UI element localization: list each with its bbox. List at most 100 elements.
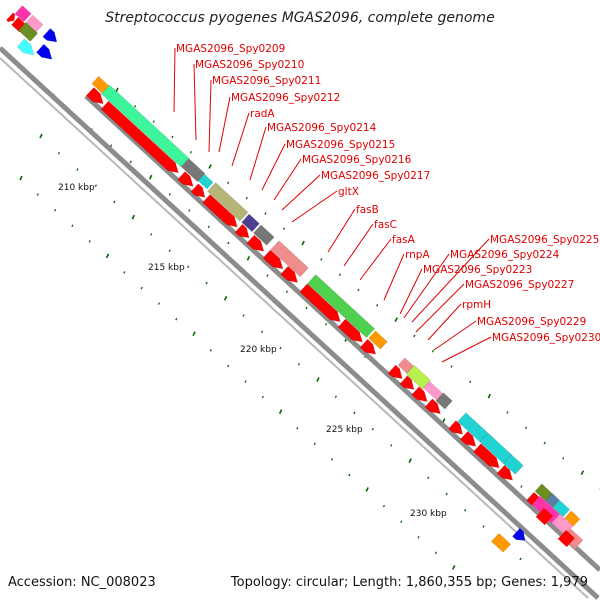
cds-arrow-42: [399, 375, 415, 390]
gene-label-15: MGAS2096_Spy0224: [450, 249, 560, 261]
gene-label-12: fasA: [392, 234, 416, 246]
gene-box-20: [422, 380, 444, 401]
cds-arrow-39: [337, 318, 363, 343]
tick-2-17: [353, 411, 356, 415]
gene-box-4: [42, 28, 58, 43]
cds-arrow-40: [359, 338, 377, 355]
leader-line-13: [383, 253, 405, 301]
kbp-label-3: 225 kbp: [326, 425, 363, 435]
tick-3-8: [157, 302, 161, 305]
tick-3-11: [209, 349, 212, 352]
topology-text: Topology: circular; Length: 1,860,355 bp…: [230, 575, 588, 590]
leader-line-18: [427, 303, 462, 341]
tick-3-25: [451, 565, 456, 570]
tick-1-11: [320, 258, 323, 261]
tick-1-8: [264, 212, 267, 215]
gene-box-51: [490, 532, 512, 553]
gene-box-12: [207, 182, 249, 222]
leader-line-8: [281, 174, 321, 211]
tick-1-20: [487, 393, 492, 399]
tick-1-17: [431, 349, 435, 353]
gene-label-19: MGAS2096_Spy0229: [477, 316, 586, 328]
cds-arrow-31: [177, 171, 194, 187]
gene-label-3: MGAS2096_Spy0212: [231, 92, 340, 104]
leader-line-20: [441, 336, 492, 363]
leader-line-14: [399, 268, 423, 315]
gene-label-13: rnpA: [405, 249, 430, 261]
tick-2-5: [131, 214, 136, 220]
tick-2-18: [371, 427, 374, 431]
tick-3-9: [175, 317, 178, 321]
tick-2-6: [150, 233, 153, 236]
extra-feature-3: [535, 508, 553, 525]
tick-3-5: [105, 253, 110, 259]
cds-arrow-45: [448, 420, 463, 435]
tick-2-4: [113, 200, 116, 204]
tick-3-15: [278, 409, 283, 415]
tick-0-10: [246, 255, 251, 261]
tick-2-19: [390, 444, 393, 447]
cds-arrow-33: [202, 194, 238, 228]
gene-box-6: [18, 21, 39, 42]
gene-box-14: [253, 224, 275, 246]
tick-1-10: [301, 240, 305, 246]
leader-line-15: [403, 253, 450, 319]
tick-2-22: [445, 492, 448, 496]
leader-line-6: [261, 143, 286, 191]
gene-box-0: [14, 5, 32, 23]
cds-arrow-46: [459, 430, 477, 447]
gene-label-0: MGAS2096_Spy0209: [176, 43, 285, 55]
tick-0-9: [227, 241, 230, 245]
tick-3-22: [400, 520, 403, 523]
tick-1-24: [562, 457, 565, 460]
gene-box-13: [241, 213, 260, 233]
tick-1-19: [469, 380, 472, 384]
tick-3-1: [36, 193, 39, 196]
leader-line-10: [327, 208, 356, 253]
gene-label-6: MGAS2096_Spy0215: [286, 139, 395, 151]
gene-label-11: fasC: [374, 219, 397, 231]
cds-arrow-37: [280, 265, 299, 283]
gene-box-18: [397, 357, 415, 374]
kbp-label-2: 220 kbp: [240, 345, 277, 355]
leader-line-9: [291, 190, 338, 223]
tick-1-22: [524, 426, 528, 430]
tick-0-24: [520, 485, 523, 488]
backbone-shadow: [0, 57, 589, 599]
tick-2-3: [94, 184, 97, 187]
tick-1-23: [543, 441, 546, 445]
gene-label-18: rpmH: [462, 299, 491, 311]
gene-box-15: [270, 240, 309, 278]
tick-2-24: [482, 525, 485, 528]
backbone: [0, 46, 600, 600]
gene-label-9: gltX: [338, 186, 359, 198]
tick-2-0: [39, 133, 43, 139]
tick-3-13: [244, 380, 247, 383]
kbp-label-0: 210 kbp: [58, 183, 95, 193]
extra-feature-1: [551, 514, 574, 536]
leader-line-0: [173, 47, 176, 113]
gene-label-2: MGAS2096_Spy0211: [212, 75, 321, 87]
gene-label-1: MGAS2096_Spy0210: [195, 59, 304, 71]
tick-1-5: [208, 164, 212, 169]
tick-1-16: [413, 334, 416, 338]
cds-arrow-48: [496, 464, 514, 481]
cds-arrow-36: [262, 249, 284, 270]
cds-arrow-38: [299, 283, 341, 323]
tick-2-1: [57, 151, 61, 155]
gene-box-10: [180, 158, 206, 183]
cds-arrow-30: [100, 100, 179, 174]
tick-3-4: [88, 240, 91, 243]
leader-line-19: [433, 320, 477, 351]
tick-0-5: [148, 174, 153, 180]
cds-arrow-41: [387, 364, 403, 379]
gene-label-17: MGAS2096_Spy0227: [465, 279, 574, 291]
tick-0-12: [285, 290, 289, 294]
tick-1-1: [134, 105, 137, 108]
cds-arrow-3: [5, 12, 16, 23]
tick-1-4: [189, 150, 193, 154]
gene-labels: MGAS2096_Spy0209MGAS2096_Spy0210MGAS2096…: [173, 43, 600, 363]
leader-line-17: [415, 283, 465, 333]
leader-line-2: [208, 79, 212, 153]
tick-0-4: [129, 160, 132, 164]
